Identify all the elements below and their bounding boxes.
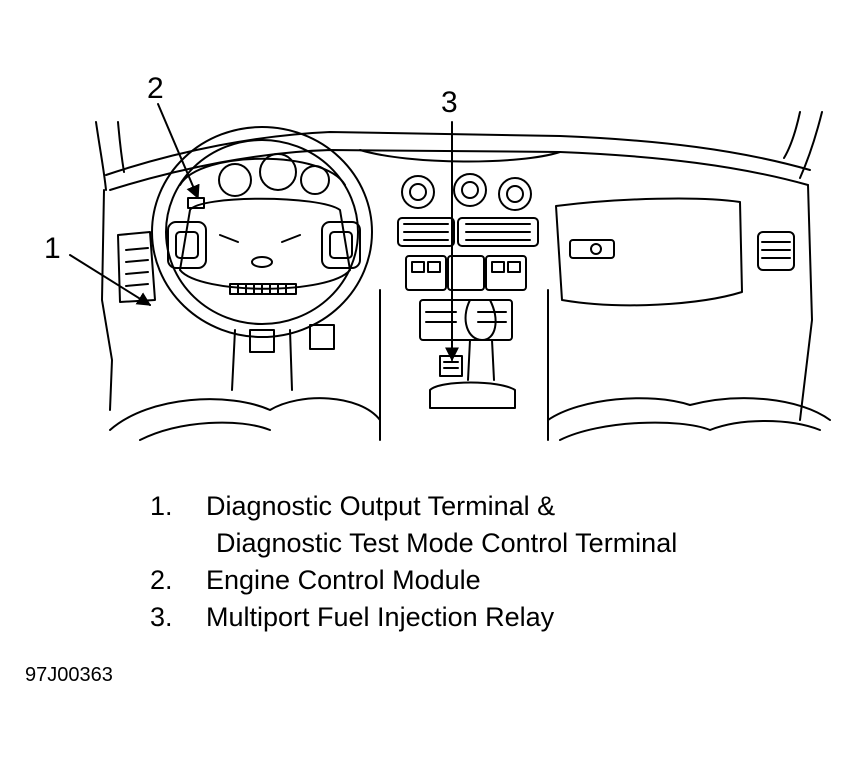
legend-item-3: 3. Multiport Fuel Injection Relay	[150, 599, 677, 636]
legend: 1. Diagnostic Output Terminal & Diagnost…	[150, 488, 677, 636]
left-a-pillar	[95, 121, 107, 191]
legend-number: 2.	[150, 565, 173, 595]
dashboard-illustration	[69, 103, 831, 441]
callout-number-3: 3	[441, 86, 458, 119]
steering-wheel	[151, 126, 373, 338]
legend-item-2: 2. Engine Control Module	[150, 562, 677, 599]
callout-number-2: 2	[147, 72, 164, 105]
legend-item-1: 1. Diagnostic Output Terminal &	[150, 488, 677, 525]
figure-id: 97J00363	[25, 664, 113, 686]
right-a-pillar	[799, 111, 823, 179]
callout-2-leader	[157, 103, 200, 200]
callout-number-1: 1	[44, 232, 61, 265]
shifter	[464, 299, 497, 341]
legend-text: Engine Control Module	[206, 565, 481, 595]
legend-number: 1.	[150, 491, 173, 521]
legend-text-continued: Diagnostic Test Mode Control Terminal	[216, 528, 678, 558]
legend-text: Multiport Fuel Injection Relay	[206, 602, 555, 632]
callout-1-leader	[69, 254, 152, 306]
legend-text: Diagnostic Output Terminal &	[206, 491, 556, 521]
legend-number: 3.	[150, 602, 173, 632]
